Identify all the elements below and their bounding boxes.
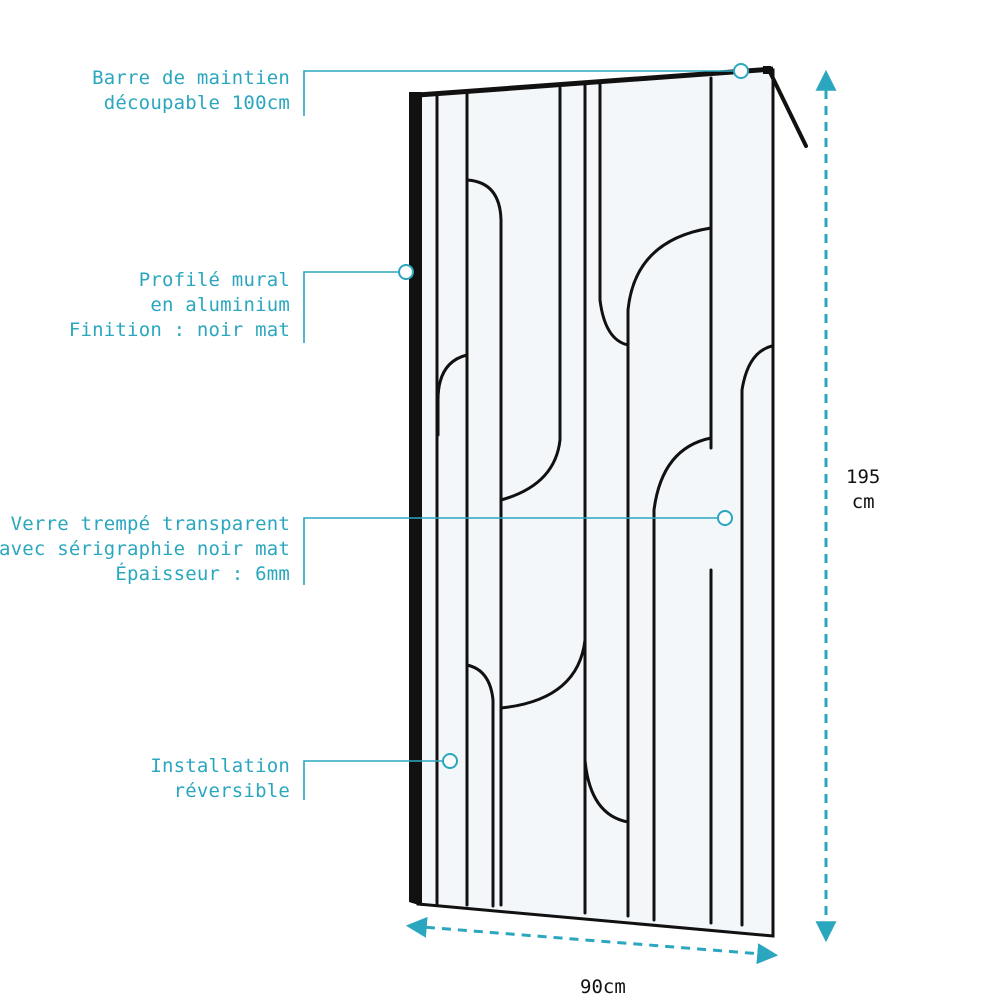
callout-dot-barre <box>733 63 749 79</box>
callout-dot-verre <box>717 510 733 526</box>
callout-verre-line-1: Verre trempé transparent <box>10 513 290 535</box>
callout-profile: Profilé mural en aluminium Finition : no… <box>69 268 290 343</box>
width-dimension-label: 90cm <box>580 975 626 1000</box>
glass-panel <box>418 70 773 936</box>
callout-dot-installation <box>442 753 458 769</box>
callout-profile-line-3: Finition : noir mat <box>68 319 290 341</box>
callout-verre: Verre trempé transparent avec sérigraphi… <box>0 512 290 587</box>
callout-installation-line-1: Installation <box>150 755 290 777</box>
callout-dot-profile <box>398 264 414 280</box>
height-value: 195 <box>846 466 881 488</box>
callout-verre-line-3: Épaisseur : 6mm <box>115 563 290 585</box>
callout-verre-line-2: avec sérigraphie noir mat <box>0 538 290 560</box>
callout-barre-line-1: Barre de maintien <box>92 67 290 89</box>
serigraphy-pattern <box>435 76 774 927</box>
support-bar <box>766 66 808 148</box>
callout-barre: Barre de maintien découpable 100cm <box>92 66 290 116</box>
height-dimension-label: 195 cm <box>846 465 880 515</box>
width-value: 90cm <box>580 976 626 998</box>
leader-barre <box>303 70 734 116</box>
leader-verre <box>303 517 718 585</box>
leader-profile <box>303 271 399 343</box>
leader-installation <box>303 760 443 800</box>
height-unit: cm <box>851 491 875 513</box>
callout-barre-line-2: découpable 100cm <box>103 92 290 114</box>
wall-profile <box>409 92 422 906</box>
width-dimension-arrow <box>405 916 779 965</box>
callout-installation-line-2: réversible <box>173 780 290 802</box>
callout-installation: Installation réversible <box>150 754 290 804</box>
callout-profile-line-2: en aluminium <box>150 294 290 316</box>
callout-profile-line-1: Profilé mural <box>138 269 290 291</box>
